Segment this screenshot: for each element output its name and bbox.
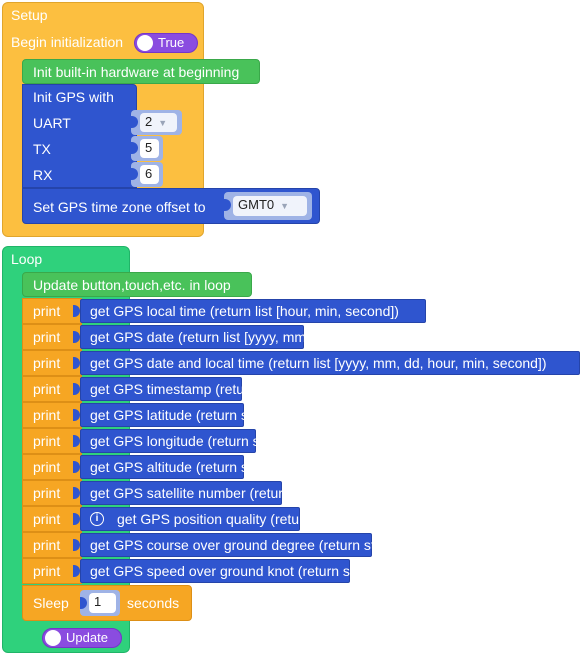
- sleep-label: Sleep: [33, 595, 69, 611]
- init-hardware-label: Init built-in hardware at beginning: [33, 64, 240, 80]
- begin-init-toggle[interactable]: True: [134, 33, 198, 53]
- print-block[interactable]: [22, 558, 82, 584]
- gps-getter-label: get GPS timestamp (return int): [90, 381, 280, 397]
- gps-getter-block[interactable]: [80, 429, 256, 453]
- print-label: print: [33, 537, 61, 553]
- timezone-label: Set GPS time zone offset to: [33, 199, 206, 215]
- tx-label: TX: [33, 141, 51, 157]
- toggle-knob: [45, 630, 61, 646]
- print-socket: [73, 487, 80, 499]
- rx-label: RX: [33, 167, 53, 183]
- gps-getter-label: get GPS altitude (return string): [90, 459, 280, 475]
- gps-getter-block[interactable]: [80, 481, 282, 505]
- timezone-socket: [224, 199, 231, 211]
- print-block[interactable]: [22, 298, 82, 324]
- print-label: print: [33, 329, 61, 345]
- uart-value: 2: [145, 114, 153, 129]
- print-socket: [73, 331, 80, 343]
- print-block[interactable]: [22, 454, 82, 480]
- print-label: print: [33, 355, 61, 371]
- print-label: print: [33, 381, 61, 397]
- uart-socket: [131, 116, 138, 128]
- gps-getter-block[interactable]: [80, 299, 426, 323]
- print-socket: [73, 513, 80, 525]
- update-loop-block[interactable]: [22, 272, 252, 297]
- sleep-value: 1: [94, 594, 102, 609]
- gps-getter-block[interactable]: [80, 403, 244, 427]
- gps-getter-label: get GPS position quality (return int): [117, 511, 335, 527]
- print-block[interactable]: [22, 402, 82, 428]
- print-socket: [73, 435, 80, 447]
- tx-socket: [131, 142, 138, 154]
- print-socket: [73, 383, 80, 395]
- gps-getter-block[interactable]: [80, 507, 300, 531]
- begin-toggle-value: True: [158, 35, 185, 50]
- update-loop-label: Update button,touch,etc. in loop: [33, 277, 231, 293]
- print-socket: [73, 357, 80, 369]
- gps-getter-block[interactable]: [80, 325, 304, 349]
- rx-value: 6: [145, 166, 153, 181]
- tx-input[interactable]: 5: [140, 139, 159, 158]
- chevron-down-icon: ▼: [280, 201, 290, 211]
- rx-socket: [131, 168, 138, 180]
- print-socket: [73, 539, 80, 551]
- print-socket: [73, 461, 80, 473]
- gps-getter-label: get GPS speed over ground knot (return s…: [90, 563, 382, 579]
- print-label: print: [33, 511, 61, 527]
- init-hardware-block[interactable]: [22, 59, 260, 84]
- init-gps-block[interactable]: [22, 84, 137, 188]
- gps-getter-label: get GPS date and local time (return list…: [90, 355, 547, 371]
- sleep-unit: seconds: [127, 595, 180, 611]
- print-label: print: [33, 459, 61, 475]
- gps-getter-label: get GPS longitude (return string): [90, 433, 292, 449]
- print-label: print: [33, 433, 61, 449]
- begin-init-label: Begin initialization: [11, 34, 124, 50]
- gps-getter-label: get GPS satellite number (return int): [90, 485, 315, 501]
- gps-getter-label: get GPS local time (return list [hour, m…: [90, 303, 399, 319]
- timezone-dropdown[interactable]: GMT0 ▼: [233, 196, 307, 216]
- gps-getter-label: get GPS latitude (return string): [90, 407, 280, 423]
- init-gps-label: Init GPS with: [33, 89, 114, 105]
- loop-title: Loop: [11, 251, 43, 267]
- print-socket: [73, 305, 80, 317]
- print-socket: [73, 565, 80, 577]
- print-block[interactable]: [22, 376, 82, 402]
- chevron-down-icon: ▼: [158, 118, 168, 128]
- uart-dropdown[interactable]: 2▼: [140, 113, 177, 132]
- print-label: print: [33, 563, 61, 579]
- toggle-knob: [137, 35, 153, 51]
- print-label: print: [33, 485, 61, 501]
- setup-title: Setup: [11, 7, 48, 23]
- gps-getter-label: get GPS date (return list [yyyy, mm, dd]…: [90, 329, 338, 345]
- print-block[interactable]: [22, 324, 82, 350]
- print-label: print: [33, 407, 61, 423]
- print-block[interactable]: [22, 506, 82, 532]
- sleep-socket: [80, 597, 87, 609]
- rx-input[interactable]: 6: [140, 165, 159, 184]
- gps-getter-block[interactable]: [80, 533, 372, 557]
- uart-label: UART: [33, 115, 71, 131]
- tx-value: 5: [145, 140, 153, 155]
- info-icon[interactable]: i: [90, 512, 104, 526]
- update-toggle[interactable]: Update: [42, 628, 122, 648]
- timezone-value: GMT0: [238, 197, 275, 212]
- update-toggle-value: Update: [66, 630, 108, 645]
- gps-getter-block[interactable]: [80, 455, 244, 479]
- gps-getter-label: get GPS course over ground degree (retur…: [90, 537, 403, 553]
- print-block[interactable]: [22, 350, 82, 376]
- print-label: print: [33, 303, 61, 319]
- sleep-input[interactable]: 1: [89, 593, 116, 613]
- print-socket: [73, 409, 80, 421]
- gps-getter-block[interactable]: [80, 559, 350, 583]
- print-block[interactable]: [22, 532, 82, 558]
- gps-getter-block[interactable]: [80, 377, 242, 401]
- gps-getter-block[interactable]: [80, 351, 580, 375]
